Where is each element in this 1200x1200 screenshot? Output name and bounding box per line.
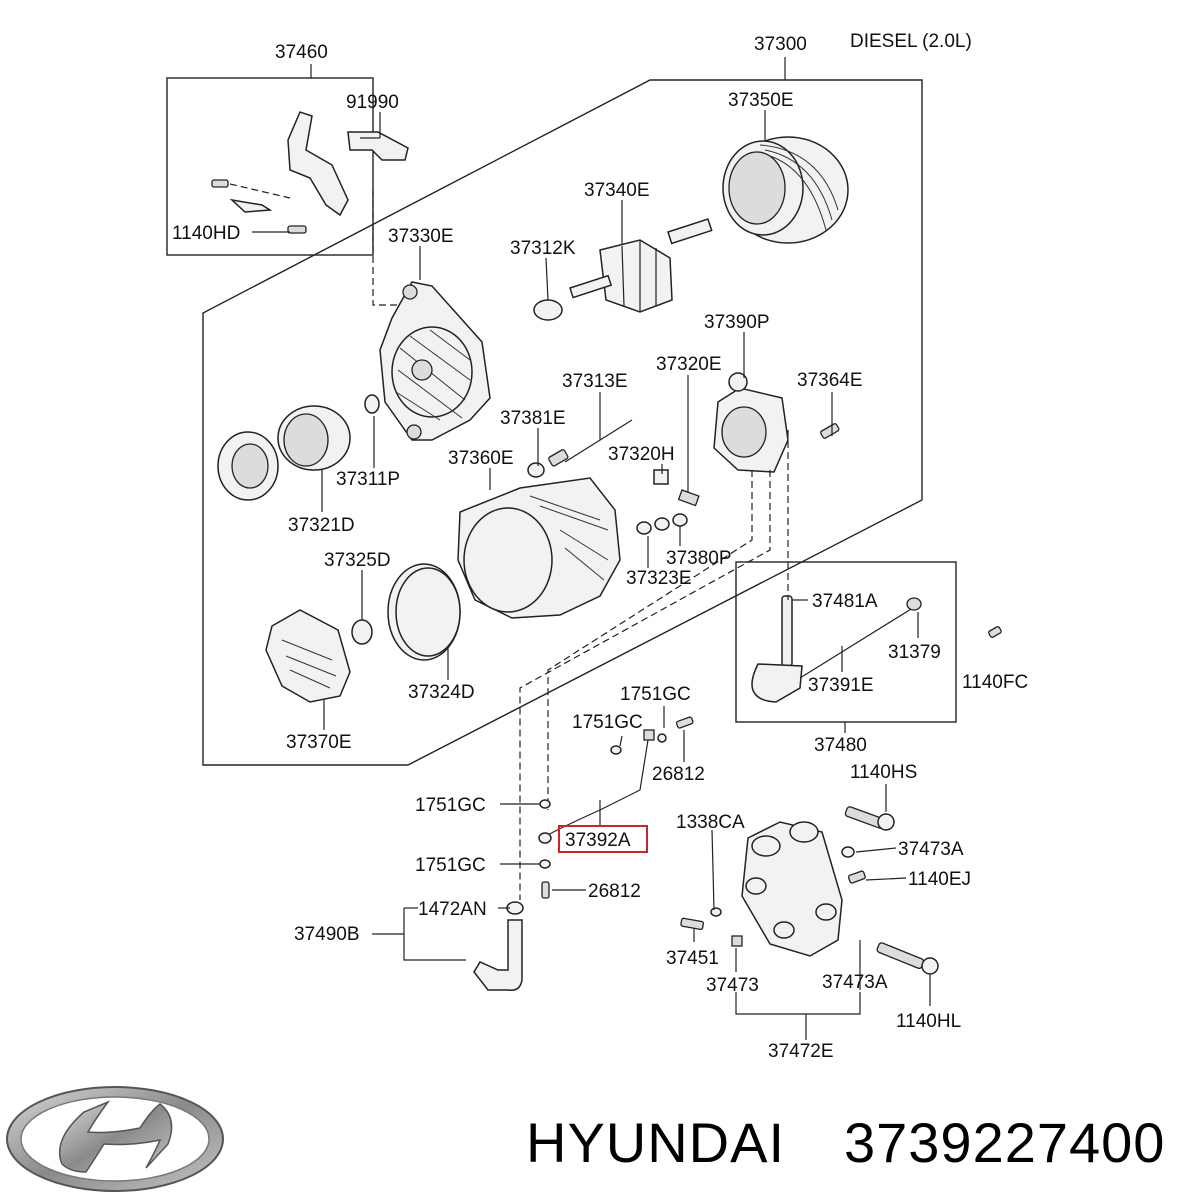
label-37473A-a: 37473A xyxy=(898,839,964,860)
small-parts-drawing xyxy=(636,469,700,535)
label-37313E: 37313E xyxy=(562,371,628,392)
label-37321D: 37321D xyxy=(288,515,355,536)
label-37392A: 37392A xyxy=(565,830,631,851)
label-37490B: 37490B xyxy=(294,924,360,945)
label-1140FC: 1140FC xyxy=(962,672,1028,693)
vacuum-hose-37480-drawing xyxy=(751,595,1002,703)
bracket-37460-drawing xyxy=(211,111,409,234)
label-1751GC-c: 1751GC xyxy=(415,795,486,816)
footer-part-number: 3739227400 xyxy=(844,1111,1165,1174)
label-37323E: 37323E xyxy=(626,568,692,589)
label-37481A: 37481A xyxy=(812,591,878,612)
label-37381E: 37381E xyxy=(500,408,566,429)
label-37460: 37460 xyxy=(275,42,328,63)
pulley-disc-37321D-drawing xyxy=(217,405,351,501)
label-37324D: 37324D xyxy=(408,682,475,703)
label-26812-a: 26812 xyxy=(652,764,705,785)
label-1751GC-d: 1751GC xyxy=(415,855,486,876)
label-37330E: 37330E xyxy=(388,226,454,247)
label-37320E: 37320E xyxy=(656,354,722,375)
rear-cover-37390P-drawing xyxy=(713,372,840,473)
label-1751GC-a: 1751GC xyxy=(620,684,691,705)
group-box-37480 xyxy=(735,561,957,723)
front-housing-37330E-drawing xyxy=(364,281,491,441)
label-1472AN: 1472AN xyxy=(418,899,487,920)
label-1140HD: 1140HD xyxy=(172,223,240,244)
label-37473A-b: 37473A xyxy=(822,972,888,993)
label-37320H: 37320H xyxy=(608,444,675,465)
label-37451: 37451 xyxy=(666,948,719,969)
label-37370E: 37370E xyxy=(286,732,352,753)
label-37325D: 37325D xyxy=(324,550,391,571)
regulator-37370E-drawing xyxy=(265,609,351,703)
group-box-37460 xyxy=(166,77,374,256)
label-37364E: 37364E xyxy=(797,370,863,391)
label-1140HL: 1140HL xyxy=(896,1011,961,1032)
label-37311P: 37311P xyxy=(336,469,400,490)
label-37391E: 37391E xyxy=(808,675,874,696)
highlight-box-37392A xyxy=(558,825,648,853)
label-91990: 91990 xyxy=(346,92,399,113)
engine-label: DIESEL (2.0L) xyxy=(850,31,972,52)
pulley-37350E-drawing xyxy=(722,136,849,244)
stator-housing-37360E-drawing xyxy=(457,477,621,619)
label-37312K: 37312K xyxy=(510,238,576,259)
label-37472E: 37472E xyxy=(768,1041,834,1062)
label-26812-b: 26812 xyxy=(588,881,641,902)
label-37480: 37480 xyxy=(814,735,867,756)
footer-brand: HYUNDAI xyxy=(526,1111,785,1174)
leader-lines xyxy=(252,110,931,1040)
label-1338CA: 1338CA xyxy=(676,812,745,833)
through-bolt-37313E-drawing xyxy=(527,419,633,478)
label-37360E: 37360E xyxy=(448,448,514,469)
disc-37324D-drawing xyxy=(351,563,461,661)
rotor-37340E-drawing xyxy=(533,218,713,321)
label-37390P: 37390P xyxy=(704,312,770,333)
label-31379: 31379 xyxy=(888,642,941,663)
label-1140HS: 1140HS xyxy=(850,762,917,783)
label-37340E: 37340E xyxy=(584,180,650,201)
hyundai-logo xyxy=(6,1086,224,1192)
label-37380P: 37380P xyxy=(666,548,732,569)
label-1140EJ: 1140EJ xyxy=(908,869,971,890)
group-box-37300 xyxy=(202,79,923,766)
label-1751GC-b: 1751GC xyxy=(572,712,643,733)
label-37350E: 37350E xyxy=(728,90,794,111)
label-37300: 37300 xyxy=(754,34,807,55)
return-hose-37490B-drawing xyxy=(473,901,524,992)
label-37473: 37473 xyxy=(706,975,759,996)
oil-pipe-37392A-drawing xyxy=(538,716,694,899)
